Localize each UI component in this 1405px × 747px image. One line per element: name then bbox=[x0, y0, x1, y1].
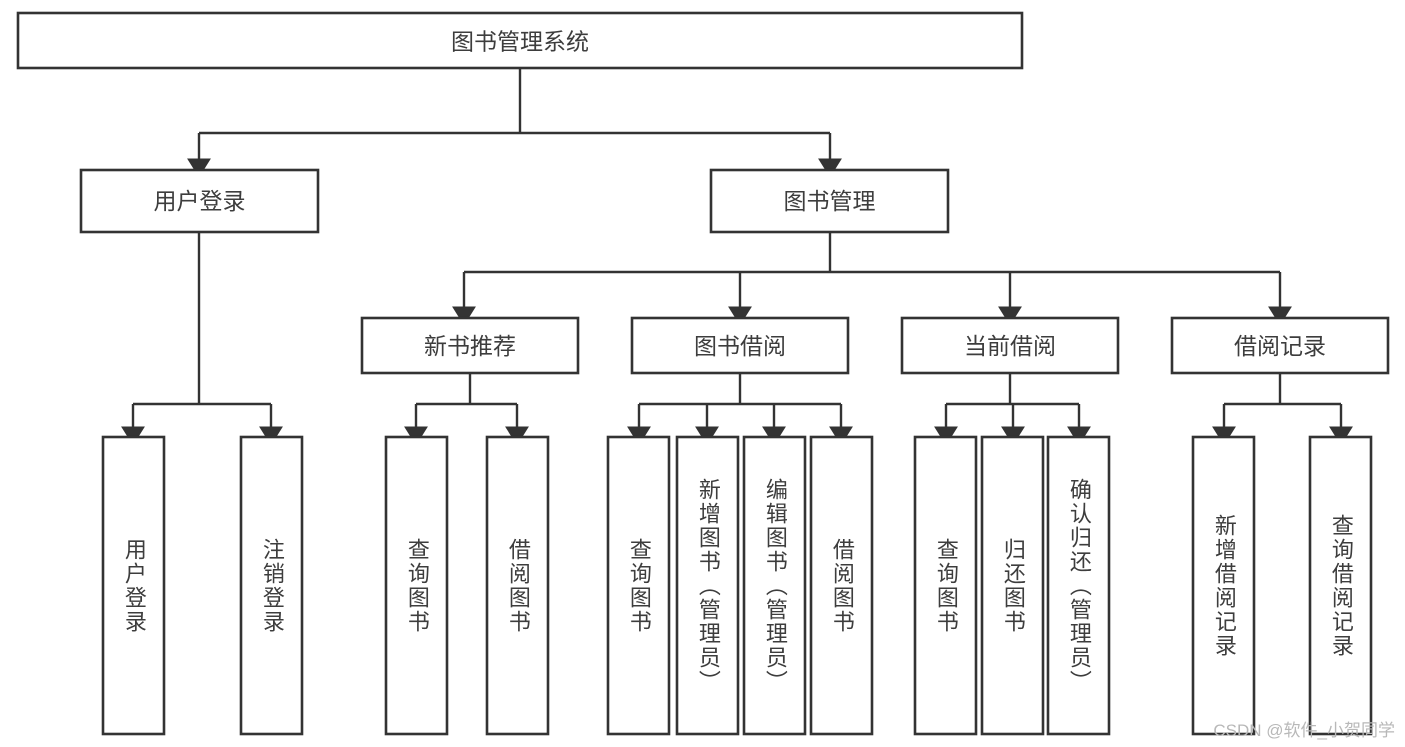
node-leaf-11[interactable] bbox=[1191, 435, 1256, 736]
node-new-book-recommend-box[interactable] bbox=[360, 316, 580, 375]
node-leaf-6[interactable] bbox=[742, 435, 807, 736]
node-leaf-2-box[interactable] bbox=[384, 435, 449, 736]
node-user-login-label: 用户登录 bbox=[154, 188, 246, 214]
node-leaf-3-box[interactable] bbox=[485, 435, 550, 736]
node-borrow-record[interactable]: 借阅记录 bbox=[1170, 316, 1390, 375]
node-leaf-12[interactable] bbox=[1308, 435, 1373, 736]
node-leaf-7-box[interactable] bbox=[809, 435, 874, 736]
node-root-box[interactable] bbox=[16, 11, 1024, 70]
node-leaf-9[interactable] bbox=[980, 435, 1045, 736]
node-leaf-8-box[interactable] bbox=[913, 435, 978, 736]
node-user-login-box[interactable] bbox=[79, 168, 320, 234]
node-book-borrow-label: 图书借阅 bbox=[694, 333, 786, 359]
node-leaf-0[interactable] bbox=[101, 435, 166, 736]
node-new-book-recommend[interactable]: 新书推荐 bbox=[360, 316, 580, 375]
node-leaf-7[interactable] bbox=[809, 435, 874, 736]
node-leaf-0-box[interactable] bbox=[101, 435, 166, 736]
node-root-label: 图书管理系统 bbox=[451, 29, 589, 55]
node-book-manage-label: 图书管理 bbox=[784, 188, 876, 214]
node-user-login[interactable]: 用户登录 bbox=[79, 168, 320, 234]
node-leaf-2[interactable] bbox=[384, 435, 449, 736]
node-leaf-5[interactable] bbox=[675, 435, 740, 736]
node-leaf-10[interactable] bbox=[1046, 435, 1111, 736]
node-leaf-9-box[interactable] bbox=[980, 435, 1045, 736]
node-book-borrow[interactable]: 图书借阅 bbox=[630, 316, 850, 375]
node-leaf-10-box[interactable] bbox=[1046, 435, 1111, 736]
node-leaf-6-box[interactable] bbox=[742, 435, 807, 736]
node-leaf-11-box[interactable] bbox=[1191, 435, 1256, 736]
node-root[interactable]: 图书管理系统 bbox=[16, 11, 1024, 70]
node-leaf-1[interactable] bbox=[239, 435, 304, 736]
node-leaf-1-box[interactable] bbox=[239, 435, 304, 736]
node-book-manage[interactable]: 图书管理 bbox=[709, 168, 950, 234]
node-book-manage-box[interactable] bbox=[709, 168, 950, 234]
node-leaf-5-box[interactable] bbox=[675, 435, 740, 736]
connector-group bbox=[121, 68, 1353, 446]
node-leaf-8[interactable] bbox=[913, 435, 978, 736]
node-borrow-record-label: 借阅记录 bbox=[1234, 333, 1326, 359]
node-current-borrow[interactable]: 当前借阅 bbox=[900, 316, 1120, 375]
node-leaf-4[interactable] bbox=[606, 435, 671, 736]
node-borrow-record-box[interactable] bbox=[1170, 316, 1390, 375]
node-leaf-12-box[interactable] bbox=[1308, 435, 1373, 736]
node-current-borrow-box[interactable] bbox=[900, 316, 1120, 375]
node-new-book-recommend-label: 新书推荐 bbox=[424, 333, 516, 359]
node-leaf-4-box[interactable] bbox=[606, 435, 671, 736]
node-book-borrow-box[interactable] bbox=[630, 316, 850, 375]
node-leaf-3[interactable] bbox=[485, 435, 550, 736]
node-current-borrow-label: 当前借阅 bbox=[964, 333, 1056, 359]
